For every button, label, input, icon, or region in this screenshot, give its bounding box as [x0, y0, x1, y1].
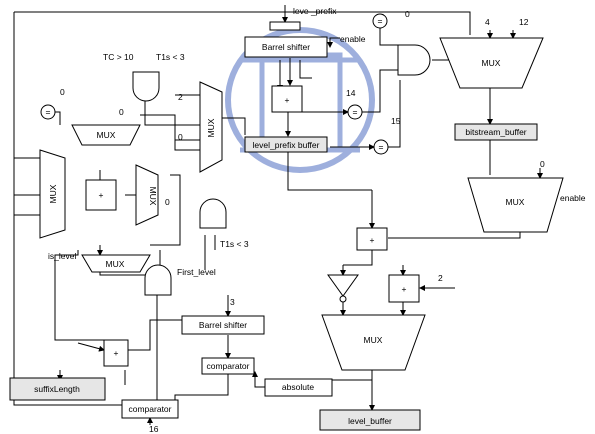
mux-top-right: MUX — [439, 37, 544, 89]
negate-bubble — [339, 295, 347, 303]
mux-is-level-label: MUX — [106, 259, 125, 269]
level-buffer: level_buffer — [319, 409, 421, 431]
mux-top-left-label: MUX — [97, 130, 116, 140]
mux-right: MUX — [467, 177, 564, 233]
mux-center-vertical: MUX — [135, 164, 159, 226]
mux-is-level: MUX — [81, 254, 151, 273]
adder-left-center: + — [85, 179, 117, 211]
const-16: 16 — [149, 424, 159, 434]
level-prefix-buffer: level_prefix buffer — [244, 136, 328, 153]
const-14: 14 — [346, 88, 356, 98]
barrel-shifter-bottom: Barrel shifter — [181, 315, 265, 335]
and-gate-top-right — [397, 44, 431, 76]
comparator-eq-top: = — [372, 13, 388, 29]
adder-center: + — [271, 85, 303, 113]
leve-prefix-reg — [269, 21, 301, 31]
comparator-bottom: comparator — [121, 399, 179, 419]
wires — [13, 5, 543, 425]
leve-prefix-label: leve _prefix — [293, 6, 337, 16]
and-gate-is-level — [144, 264, 172, 296]
const-0-left: 0 — [60, 87, 65, 97]
barrel-shifter-bottom-label: Barrel shifter — [199, 320, 247, 330]
and-gate-tc — [132, 71, 160, 102]
suffix-length: suffixLength — [9, 377, 106, 401]
mux-center: MUX — [199, 81, 223, 173]
t1s-lt-3-mid-label: T1s < 3 — [220, 239, 249, 249]
mux-right-label: MUX — [506, 197, 525, 207]
mux-bottom: MUX — [321, 314, 426, 371]
bitstream-buffer-label: bitstream_buffer — [465, 127, 526, 137]
const-15: 15 — [391, 116, 401, 126]
adder-center-label: + — [285, 95, 290, 105]
eq-left-label: = — [46, 107, 51, 117]
comparator-eq-left: = — [40, 104, 56, 120]
adder-right-label: + — [370, 235, 375, 245]
and-gate-first-level — [199, 198, 227, 229]
const-0-mux-top: 0 — [119, 107, 124, 117]
const-0-eq-top: 0 — [405, 9, 410, 19]
adder-right: + — [356, 227, 388, 251]
comparator-mid-label: comparator — [207, 361, 250, 371]
mux-left-vertical-label: MUX — [48, 184, 58, 203]
adder-bottom-left: + — [103, 339, 129, 367]
mux-center-vertical-label: MUX — [148, 187, 158, 206]
adder-bottom-left-label: + — [114, 348, 119, 358]
adder-plus-2-label: + — [402, 284, 407, 294]
mux-left-vertical: MUX — [39, 149, 66, 239]
const-12: 12 — [519, 17, 529, 27]
bitstream-buffer: bitstream_buffer — [454, 123, 538, 141]
eq-15-label: = — [379, 142, 384, 152]
eq-top-label: = — [378, 16, 383, 26]
first-level-label: First_level — [177, 267, 216, 277]
eq-14-label: = — [353, 107, 358, 117]
comparator-mid: comparator — [201, 357, 255, 375]
const-0-bitstream: 0 — [540, 159, 545, 169]
level-buffer-label: level_buffer — [348, 416, 392, 426]
const-0-mux-side: 0 — [165, 197, 170, 207]
const-2-right: 2 — [438, 273, 443, 283]
enable-top-label: enable — [340, 34, 366, 44]
level-prefix-buffer-label: level_prefix buffer — [253, 140, 320, 150]
comparator-bottom-label: comparator — [129, 404, 172, 414]
barrel-shifter-top-label: Barrel shifter — [262, 42, 310, 52]
barrel-shifter-top: Barrel shifter — [244, 36, 328, 58]
mux-top-right-label: MUX — [482, 58, 501, 68]
tc-gt-10-label: TC > 10 — [103, 52, 134, 62]
adder-left-center-label: + — [99, 190, 104, 200]
comparator-eq-15: = — [373, 139, 389, 155]
mux-center-label: MUX — [206, 118, 216, 137]
adder-plus-2: + — [388, 274, 420, 303]
negate-triangle — [327, 274, 359, 297]
suffix-length-label: suffixLength — [34, 384, 80, 394]
is-level-label: is_level — [48, 251, 76, 261]
mux-bottom-label: MUX — [364, 335, 383, 345]
const-2: 2 — [178, 92, 183, 102]
comparator-eq-14: = — [347, 104, 363, 120]
const-0-mid: 0 — [178, 132, 183, 142]
absolute-block: absolute — [264, 378, 333, 397]
t1s-lt-3-top-label: T1s < 3 — [156, 52, 185, 62]
absolute-label: absolute — [282, 382, 314, 392]
const-4: 4 — [485, 17, 490, 27]
const-3: 3 — [230, 297, 235, 307]
mux-top-left: MUX — [71, 124, 141, 146]
enable-right-label: enable — [560, 193, 586, 203]
